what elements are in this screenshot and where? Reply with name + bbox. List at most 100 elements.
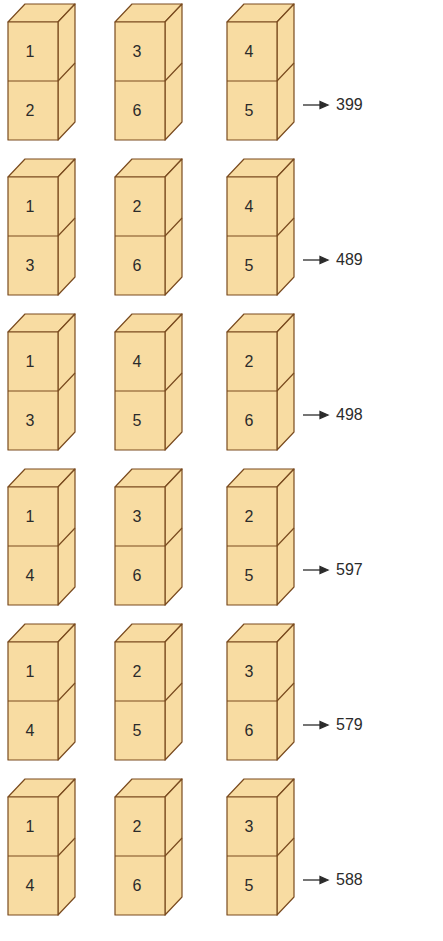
- cube-number: 6: [245, 412, 254, 430]
- cube-divider: [227, 683, 294, 701]
- cube-divider: [8, 838, 75, 856]
- cube-divider: [227, 528, 294, 546]
- prism-face: [115, 332, 165, 450]
- arrow-head: [320, 102, 328, 109]
- cube-number: 5: [245, 877, 254, 895]
- prism-outline: [115, 487, 165, 605]
- cube-face: 6: [115, 81, 165, 140]
- prism-face: [277, 314, 294, 450]
- prism-face: [115, 797, 165, 915]
- prism-face: [115, 22, 165, 140]
- cube-number: 6: [133, 567, 142, 585]
- prism-face: [277, 159, 294, 295]
- cube-divider: [227, 218, 294, 236]
- cube-divider: [115, 838, 182, 856]
- prism-outline: [227, 332, 277, 450]
- cube-divider: [8, 373, 75, 391]
- cube-prism: 36: [227, 642, 277, 760]
- prism-outline: [8, 642, 58, 760]
- prism-face: [115, 159, 182, 177]
- cube-prism: 14: [8, 642, 58, 760]
- prism-outline: [8, 332, 58, 450]
- prism-face: [165, 469, 182, 605]
- prism-face: [227, 487, 277, 605]
- cube-number: 5: [133, 412, 142, 430]
- cube-number: 3: [245, 818, 254, 836]
- cube-face: 5: [115, 391, 165, 450]
- cube-face: 3: [115, 487, 165, 546]
- cube-face: 5: [227, 856, 277, 915]
- cube-prism: 14: [8, 797, 58, 915]
- cube-face: 1: [8, 22, 58, 81]
- cube-face: 2: [115, 642, 165, 701]
- cube-number: 6: [245, 722, 254, 740]
- result-number: 579: [336, 715, 363, 735]
- cube-face: 6: [115, 856, 165, 915]
- cube-face: 6: [227, 701, 277, 760]
- prism-face: [227, 22, 277, 140]
- cube-number: 2: [133, 198, 142, 216]
- prism-face: [8, 642, 58, 760]
- arrow-head: [320, 877, 328, 884]
- cube-prism: 45: [227, 22, 277, 140]
- cube-divider: [115, 63, 182, 81]
- cube-number: 1: [26, 198, 35, 216]
- cube-face: 3: [8, 391, 58, 450]
- prism-outline: [227, 797, 277, 915]
- cube-number: 2: [245, 508, 254, 526]
- prism-face: [58, 4, 75, 140]
- cube-face: 4: [8, 856, 58, 915]
- cube-number: 1: [26, 508, 35, 526]
- prism-face: [165, 4, 182, 140]
- prism-face: [8, 4, 75, 22]
- arrow-line: [303, 414, 322, 415]
- cube-number: 2: [133, 818, 142, 836]
- prism-face: [227, 779, 294, 797]
- cube-number: 6: [133, 877, 142, 895]
- arrow-line: [303, 879, 322, 880]
- cube-number: 2: [26, 102, 35, 120]
- cube-face: 1: [8, 642, 58, 701]
- prism-face: [8, 624, 75, 642]
- cube-face: 4: [8, 701, 58, 760]
- prism-outline: [115, 797, 165, 915]
- prism-face: [227, 177, 277, 295]
- cube-face: 3: [115, 22, 165, 81]
- cube-prism: 25: [227, 487, 277, 605]
- cube-prism: 36: [115, 487, 165, 605]
- cube-prism: 36: [115, 22, 165, 140]
- prism-face: [58, 314, 75, 450]
- prism-face: [8, 797, 58, 915]
- prism-outline: [227, 177, 277, 295]
- result-number: 597: [336, 560, 363, 580]
- cube-prism: 35: [227, 797, 277, 915]
- prism-face: [165, 779, 182, 915]
- arrow-head: [320, 412, 328, 419]
- prism-outline: [8, 487, 58, 605]
- cube-prism: 13: [8, 177, 58, 295]
- cube-face: 2: [227, 332, 277, 391]
- cube-divider: [115, 218, 182, 236]
- cube-prism: 45: [227, 177, 277, 295]
- cube-face: 4: [227, 22, 277, 81]
- prism-face: [8, 22, 58, 140]
- prism-outline: [8, 22, 58, 140]
- cube-divider: [227, 373, 294, 391]
- prism-face: [115, 469, 182, 487]
- prism-face: [277, 779, 294, 915]
- cube-number: 5: [133, 722, 142, 740]
- cube-face: 3: [227, 797, 277, 856]
- prism-face: [8, 487, 58, 605]
- cube-prism: 26: [227, 332, 277, 450]
- result-number: 498: [336, 405, 363, 425]
- cube-face: 1: [8, 332, 58, 391]
- cube-face: 2: [115, 797, 165, 856]
- arrow-line: [303, 259, 322, 260]
- cube-prism: 45: [115, 332, 165, 450]
- cube-face: 2: [8, 81, 58, 140]
- cube-prism: 25: [115, 642, 165, 760]
- cube-face: 1: [8, 177, 58, 236]
- cube-face: 5: [115, 701, 165, 760]
- cube-number: 4: [245, 43, 254, 61]
